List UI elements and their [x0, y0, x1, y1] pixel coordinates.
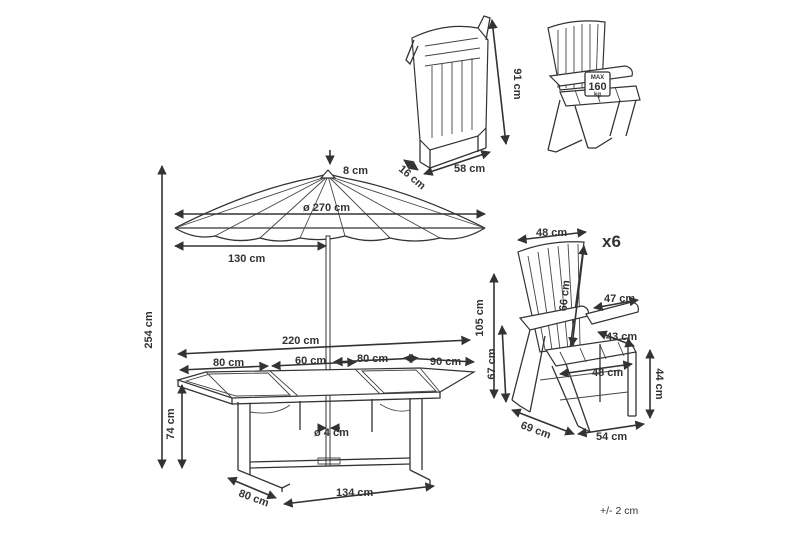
- label-chair-depth: 69 cm: [519, 420, 553, 442]
- max-load-value: 160: [588, 81, 606, 93]
- label-folded-depth: 16 cm: [396, 163, 428, 192]
- label-folded-width: 58 cm: [454, 163, 485, 175]
- label-table-height: 74 cm: [165, 408, 177, 439]
- label-table-seg-1: 80 cm: [213, 357, 244, 369]
- reclining-chair-drawing: [511, 241, 639, 433]
- label-chair-width-top: 48 cm: [536, 227, 567, 239]
- max-load-badge: [584, 71, 611, 97]
- label-table-seg-4: 90 cm: [430, 356, 461, 368]
- label-table-width: 80 cm: [237, 488, 271, 510]
- label-chair-total-height: 105 cm: [474, 299, 486, 337]
- dimension-labels: 8 cm ø 270 cm 130 cm 254 cm 220 cm 80 cm…: [143, 68, 665, 517]
- max-load-unit: kg: [594, 92, 601, 98]
- label-pole-diameter: ø 4 cm: [314, 427, 349, 439]
- chair-with-load-drawing: MAX 160 kg: [547, 20, 641, 153]
- label-chair-count: x6: [602, 232, 621, 251]
- label-backrest-height: 66 cm: [557, 279, 572, 311]
- folded-chair-drawing: [405, 15, 491, 169]
- max-load-label: MAX: [591, 75, 604, 81]
- label-umbrella-radius: 130 cm: [228, 253, 266, 265]
- label-seat-height: 44 cm: [653, 368, 665, 399]
- dimension-lines: [157, 19, 655, 508]
- label-armrest-height: 67 cm: [486, 348, 498, 379]
- label-table-seg-2: 60 cm: [295, 355, 326, 367]
- tolerance-note: +/- 2 cm: [600, 505, 638, 517]
- label-umbrella-diameter: ø 270 cm: [303, 202, 350, 214]
- label-folded-height: 91 cm: [511, 68, 523, 99]
- label-chair-base-width: 54 cm: [596, 431, 627, 443]
- label-total-height: 254 cm: [143, 311, 155, 349]
- label-table-seg-3: 80 cm: [357, 353, 388, 365]
- label-umbrella-top: 8 cm: [343, 165, 368, 177]
- label-table-base-length: 134 cm: [336, 487, 374, 499]
- label-armrest-length: 47 cm: [604, 293, 635, 305]
- label-seat-depth: 43 cm: [606, 331, 637, 343]
- label-table-max-length: 220 cm: [282, 335, 320, 347]
- label-seat-width: 48 cm: [592, 367, 623, 379]
